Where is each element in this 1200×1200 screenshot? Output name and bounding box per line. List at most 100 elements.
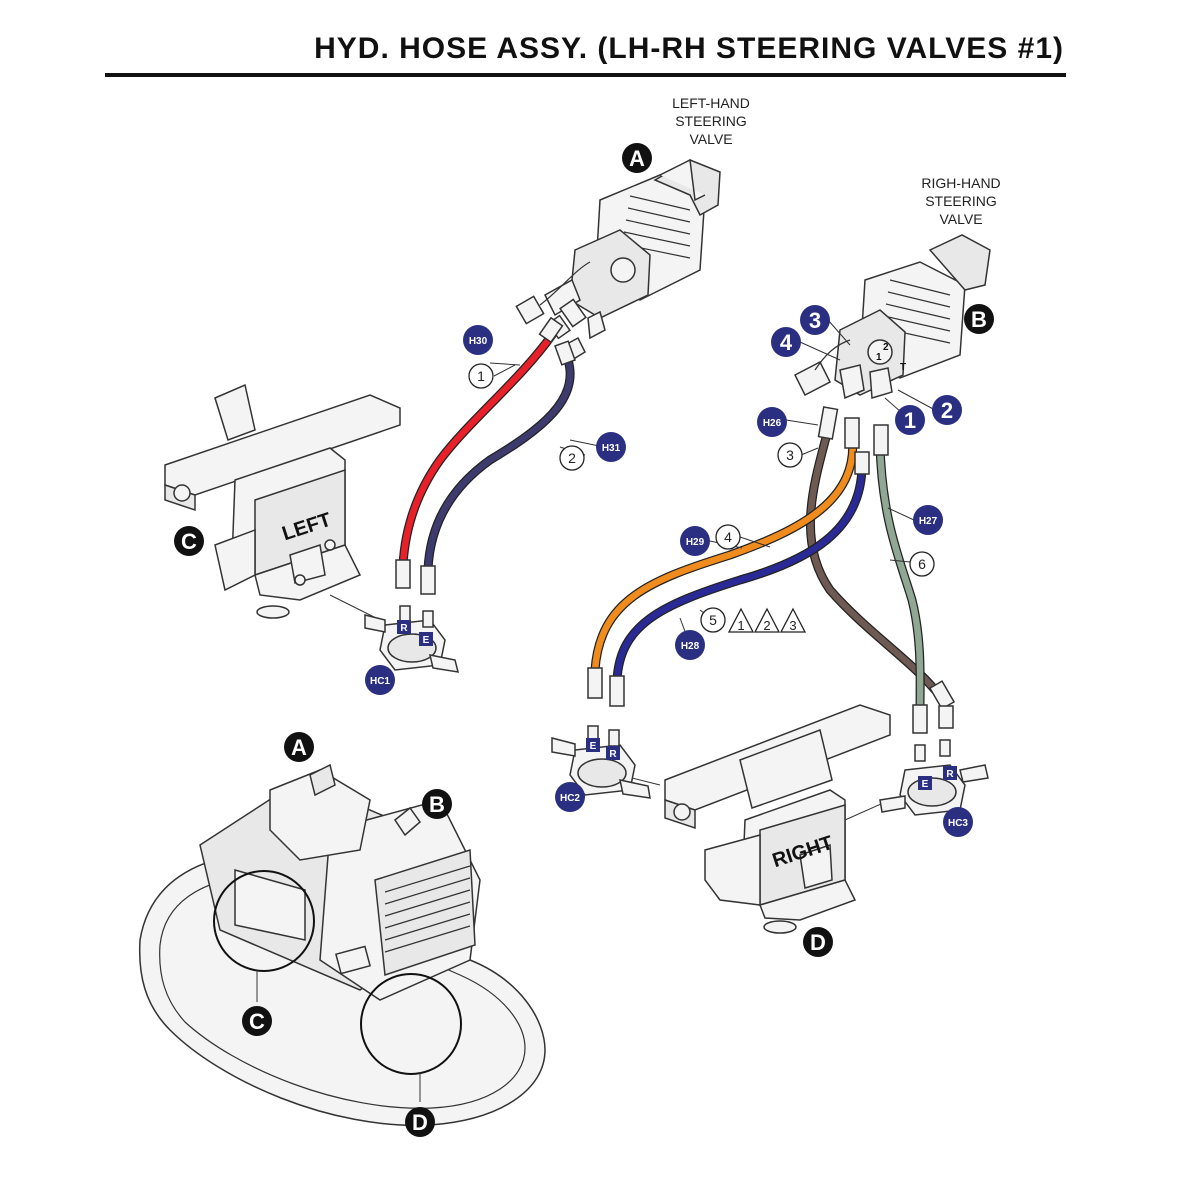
left-valve-label-line-3: VALVE [689,131,732,147]
badge-hc3: HC3 [943,807,973,837]
left-valve-label: LEFT-HAND STEERING VALVE [672,95,750,147]
port-r-hc2: R [606,746,620,760]
badge-h27-label: H27 [919,516,938,527]
item-callout-6-label: 6 [918,556,926,572]
port-badge-1-label: 1 [904,408,916,433]
valve-port-mark-2: 2 [883,342,889,353]
valve-port-mark-1: 1 [876,352,882,363]
right-hose-fittings [587,406,956,734]
hose-h28 [612,460,867,685]
badge-h26-label: H26 [763,418,782,429]
right-valve-label-line-3: VALVE [939,211,982,227]
marker-b-top-label: B [971,307,987,332]
hose-h29-line [591,431,856,674]
marker-d-overview-label: D [412,1110,428,1135]
left-valve-label-line-2: STEERING [675,113,747,129]
title-rule [105,73,1066,77]
marker-b-top: B [964,304,994,334]
fitting-h31-bottom [420,565,436,595]
port-r-hc3: R [943,766,957,780]
hose-h31-line [424,356,574,574]
port-badge-3-label: 3 [809,308,821,333]
item-callout-3-label: 3 [786,447,794,463]
item-callout-5: 5 [700,607,726,633]
detail-circle-c [213,870,315,1002]
warning-note-2: 2 [753,607,781,633]
marker-b-overview: B [422,789,452,819]
right-valve-label-line-1: RIGH-HAND [921,175,1000,191]
marker-c-top-label: C [181,529,197,554]
right-steering-valve [793,234,991,400]
badge-h28: H28 [675,630,705,660]
badge-h31-label: H31 [602,443,621,454]
detail-circle-d [360,973,462,1102]
hose-h30 [398,330,557,570]
port-badge-4-label: 4 [780,330,793,355]
valve-port-mark-t: T [900,362,906,373]
cylinder-hc1 [364,605,460,673]
marker-a-top: A [622,143,652,173]
port-e-hc2-label: E [590,741,597,752]
port-e-hc3: E [918,776,932,790]
marker-d-top: D [803,927,833,957]
left-valve-label-line-1: LEFT-HAND [672,95,750,111]
badge-hc3-label: HC3 [948,818,968,829]
badge-h29-label: H29 [686,537,705,548]
hose-h29 [590,430,858,675]
hose-h31 [423,355,575,575]
badge-hc1-label: HC1 [370,676,390,687]
marker-c-top: C [174,526,204,556]
warning-note-2-label: 2 [763,618,770,633]
item-callout-1-label: 1 [477,368,485,384]
hose-h27-line [876,441,924,714]
marker-a-top-label: A [629,146,645,171]
item-callout-1: 1 [468,363,494,389]
marker-a-overview-label: A [291,735,307,760]
port-badge-3: 3 [800,305,830,335]
cylinder-hc3 [879,739,989,816]
badge-h30-label: H30 [469,336,488,347]
badge-h29: H29 [680,526,710,556]
hose-h26-line [807,426,939,694]
hose-h26 [805,425,940,695]
marker-d-top-label: D [810,930,826,955]
warning-note-1: 1 [727,607,755,633]
badge-h30: H30 [463,325,493,355]
left-gearbox-assembly [164,383,401,621]
port-badge-4: 4 [771,327,801,357]
item-callout-4-label: 4 [724,529,732,545]
port-e-hc2: E [586,738,600,752]
badge-h27: H27 [913,505,943,535]
marker-d-overview: D [405,1107,435,1137]
hose-h30-line [399,331,556,569]
power-trowel-overview [138,763,546,1127]
port-e-hc3-label: E [922,779,929,790]
warning-note-3-label: 3 [789,618,796,633]
left-hose-fittings [395,316,576,595]
item-callout-3: 3 [777,442,803,468]
diagram-title: HYD. HOSE ASSY. (LH-RH STEERING VALVES #… [314,32,1064,65]
badge-h31: H31 [596,432,626,462]
right-gearbox-assembly [619,704,891,934]
item-callout-5-label: 5 [709,612,717,628]
port-r-hc2-label: R [609,749,617,760]
badge-hc2-label: HC2 [560,793,580,804]
port-r-hc3-label: R [946,769,954,780]
valve-port-marks: 1 2 T [876,342,906,373]
warning-note-3: 3 [779,607,807,633]
port-badge-1: 1 [895,405,925,435]
warning-note-1-label: 1 [737,618,744,633]
port-badge-2-label: 2 [941,398,953,423]
marker-b-overview-label: B [429,792,445,817]
port-r-hc1-label: R [400,623,408,634]
port-badge-2: 2 [932,395,962,425]
badge-hc1: HC1 [365,665,395,695]
hose-h27 [875,440,925,715]
port-e-hc1: E [419,632,433,646]
port-r-hc1: R [397,620,411,634]
marker-c-overview: C [242,1006,272,1036]
left-steering-valve [515,158,721,362]
marker-c-overview-label: C [249,1009,265,1034]
title-bar: HYD. HOSE ASSY. (LH-RH STEERING VALVES #… [0,0,1200,80]
item-callout-6: 6 [909,551,935,577]
